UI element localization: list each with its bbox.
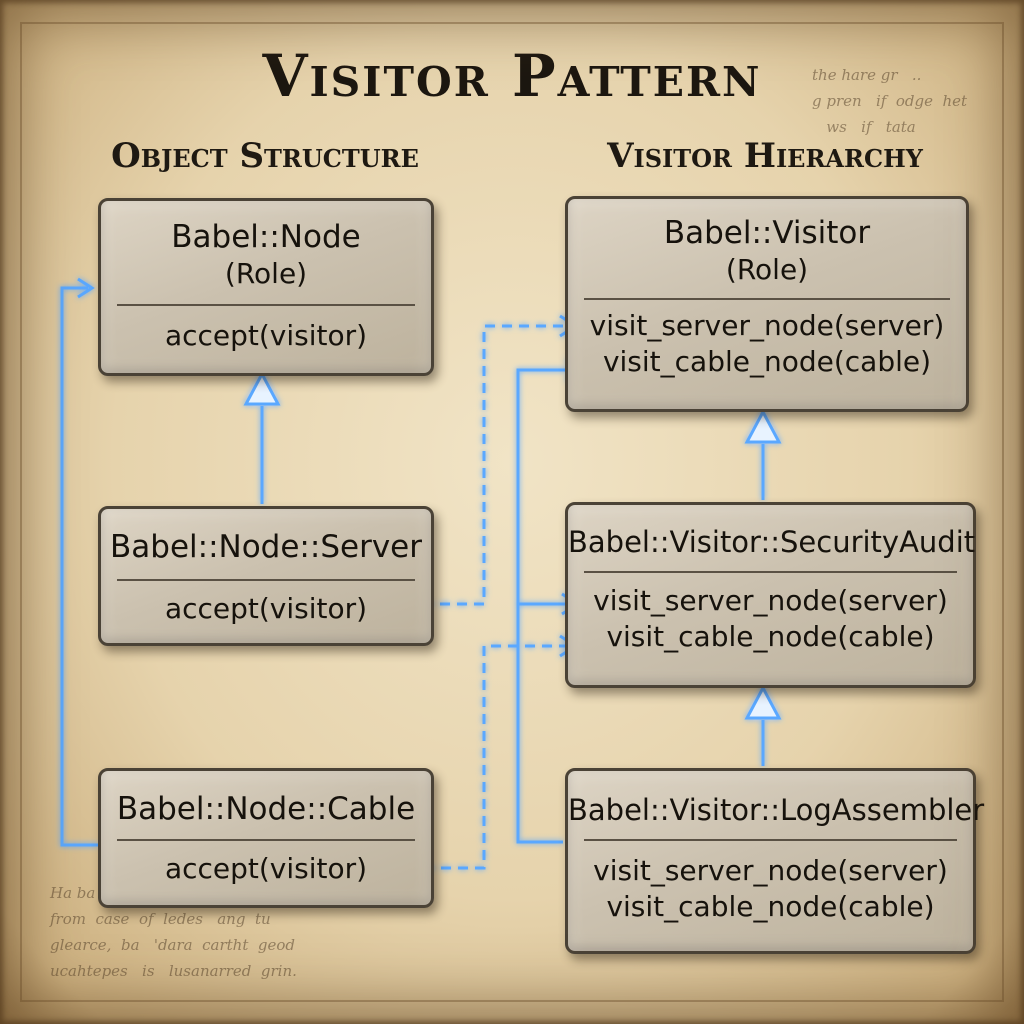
class-box-babel-visitor-logassembler: Babel::Visitor::LogAssembler visit_serve…: [565, 768, 985, 954]
class-divider: [584, 298, 950, 300]
solid-line-log-to-visitor: [516, 368, 580, 844]
class-box-babel-node-cable: Babel::Node::Cable accept(visitor): [98, 768, 434, 908]
class-name: Babel::Node::Cable: [116, 791, 416, 827]
class-name: Babel::Visitor::SecurityAudit: [568, 525, 976, 559]
heading-object-structure: Object Structure: [111, 136, 419, 176]
class-divider: [117, 839, 415, 841]
class-role: (Role): [725, 253, 809, 286]
method-list: visit_server_node(server) visit_cable_no…: [568, 300, 966, 380]
method-visit-server-node: visit_server_node(server): [593, 854, 948, 887]
method-accept: accept(visitor): [164, 852, 368, 885]
class-divider: [117, 579, 415, 581]
solid-line-cable-to-node: [60, 286, 98, 847]
class-divider: [584, 571, 957, 573]
inherit-arrowhead-security: [744, 684, 782, 720]
arrowhead-cable-to-node: [77, 277, 95, 299]
decorative-handwriting-bottom: Ha ba from case of ledes ang tu glearce,…: [50, 884, 297, 980]
method-visit-cable-node: visit_cable_node(cable): [606, 890, 935, 923]
class-box-babel-visitor-securityaudit: Babel::Visitor::SecurityAudit visit_serv…: [565, 502, 976, 688]
class-name: Babel::Node: [171, 219, 361, 255]
diagram-title: Visitor Pattern: [262, 42, 762, 110]
method-list: accept(visitor): [101, 841, 431, 887]
method-list: accept(visitor): [101, 306, 431, 354]
class-role: (Role): [224, 257, 308, 290]
class-name: Babel::Visitor::LogAssembler: [568, 793, 985, 827]
heading-visitor-hierarchy: Visitor Hierarchy: [607, 136, 923, 176]
method-list: visit_server_node(server) visit_cable_no…: [568, 573, 973, 655]
method-visit-cable-node: visit_cable_node(cable): [602, 345, 932, 378]
method-visit-server-node: visit_server_node(server): [593, 584, 948, 617]
class-name: Babel::Visitor: [663, 215, 871, 251]
dashed-line-cable-to-security: [390, 644, 572, 870]
method-visit-server-node: visit_server_node(server): [589, 309, 945, 342]
decorative-handwriting-top: the hare gr .. g pren if odge het ws if …: [812, 66, 968, 136]
class-box-babel-node-server: Babel::Node::Server accept(visitor): [98, 506, 434, 646]
class-box-babel-visitor: Babel::Visitor (Role) visit_server_node(…: [565, 196, 969, 412]
method-accept: accept(visitor): [164, 319, 368, 352]
inherit-arrowhead-visitor: [744, 408, 782, 444]
method-list: visit_server_node(server) visit_cable_no…: [568, 841, 973, 925]
method-visit-cable-node: visit_cable_node(cable): [606, 620, 935, 653]
inherit-arrowhead-node: [243, 370, 281, 406]
method-accept: accept(visitor): [164, 592, 368, 625]
class-divider: [584, 839, 957, 841]
method-list: accept(visitor): [101, 581, 431, 627]
class-divider: [117, 304, 415, 306]
class-box-babel-node: Babel::Node (Role) accept(visitor): [98, 198, 434, 376]
class-name: Babel::Node::Server: [110, 529, 422, 565]
